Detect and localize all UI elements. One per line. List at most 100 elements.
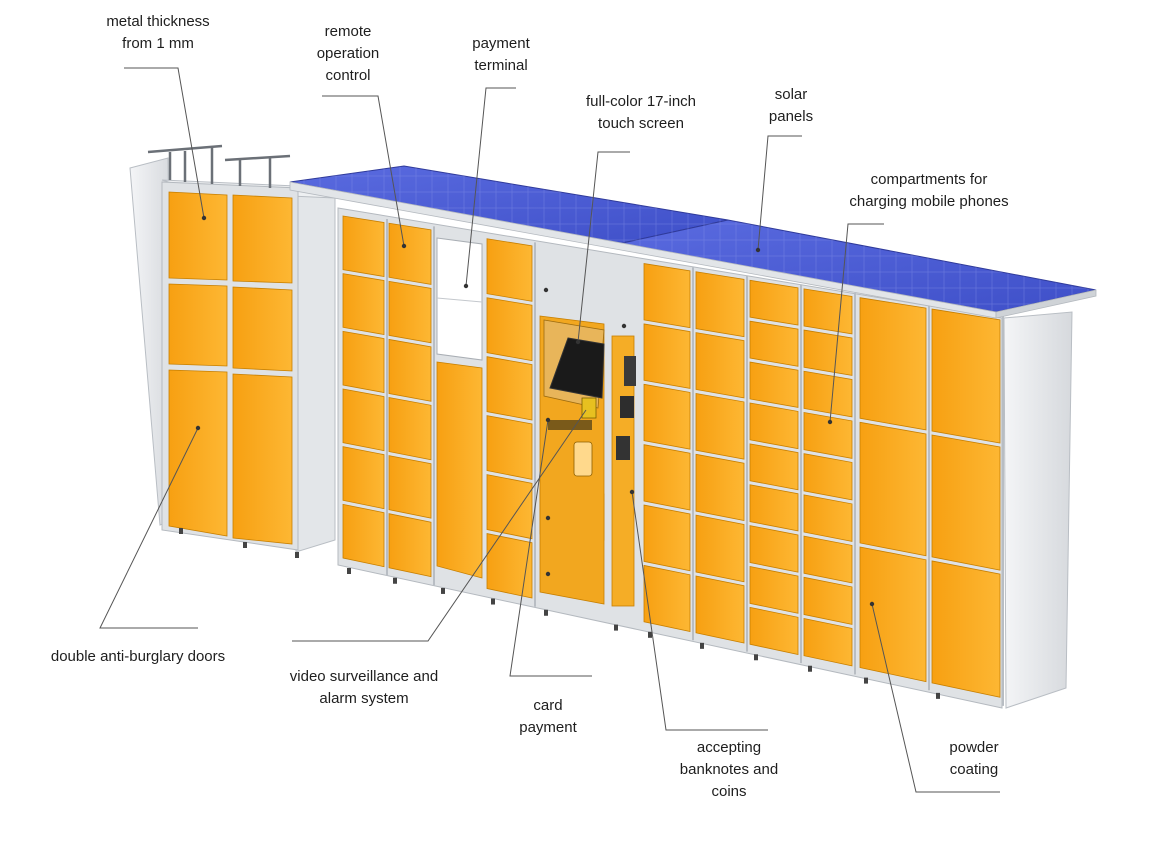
locker-door (749, 361, 799, 408)
left-door (232, 194, 293, 284)
left-door (168, 191, 228, 281)
foot (544, 609, 548, 616)
locker-door (859, 546, 927, 683)
leader-banknotes (631, 491, 768, 731)
foot (393, 577, 397, 584)
locker-door (931, 434, 1001, 571)
foot (441, 587, 445, 594)
locker-door (749, 320, 799, 367)
locker-door (695, 575, 745, 644)
main-doors (342, 215, 1004, 706)
solar-cells-right (618, 220, 1096, 312)
locker-door (388, 513, 432, 578)
right-end-panel (1003, 311, 1073, 709)
locker-door (486, 238, 533, 302)
locker-door (803, 494, 853, 542)
leader-charging (829, 223, 884, 423)
leader-payment-terminal (465, 87, 516, 287)
locker-door (643, 263, 691, 329)
locker-door (749, 525, 799, 573)
locker-door (388, 338, 432, 402)
locker-door (931, 308, 1001, 444)
left-locker-unit (129, 144, 336, 558)
banknote-acceptor (616, 436, 630, 460)
locker-door (342, 330, 385, 394)
roof-rails (147, 144, 291, 188)
locker-door (643, 504, 691, 572)
locker-door (643, 383, 691, 450)
locker-door (749, 566, 799, 614)
card-slot (573, 441, 593, 477)
locker-door (803, 411, 853, 459)
locker-door (486, 415, 533, 480)
locker-door (695, 392, 745, 460)
locker-door (388, 397, 432, 461)
leader-touch-screen (577, 151, 630, 343)
foot (700, 642, 704, 649)
locker-door (931, 560, 1001, 698)
solar-cells-left (290, 166, 728, 244)
locker-door (749, 443, 799, 491)
foot (347, 568, 351, 574)
locker-door (695, 453, 745, 521)
locker-door (803, 576, 853, 625)
foot (491, 598, 495, 605)
locker-door (749, 484, 799, 532)
locker-door (486, 297, 533, 362)
kiosk (539, 315, 636, 607)
locker-door (859, 421, 927, 557)
foot (936, 692, 940, 699)
locker-door (695, 332, 745, 399)
leader-dots (195, 215, 875, 607)
locker-door (695, 514, 745, 583)
leader-metal-thickness (124, 67, 205, 219)
payment-terminal (581, 397, 597, 419)
locker-door (486, 474, 533, 540)
keypad-strip (548, 420, 592, 430)
locker-door (643, 564, 691, 633)
main-locker-unit (337, 207, 1073, 709)
locker-door (803, 329, 853, 376)
locker-door (749, 279, 799, 326)
locker-door (749, 402, 799, 450)
locker-door (388, 280, 432, 344)
locker-door (342, 273, 385, 336)
left-door (168, 283, 228, 367)
locker-door (342, 503, 385, 568)
left-door (232, 373, 293, 545)
open-compartment (436, 237, 483, 361)
locker-door (643, 444, 691, 511)
locker-door (643, 323, 691, 389)
touch-screen (549, 337, 605, 399)
locker-door (803, 535, 853, 584)
leader-video (292, 409, 587, 642)
leader-solar (757, 135, 802, 251)
leader-lines (99, 67, 1000, 793)
label-anti-burglary-doors: double anti-burglary doors (50, 648, 226, 665)
camera-module (624, 356, 636, 386)
left-unit-side (295, 185, 336, 553)
locker-door (749, 606, 799, 655)
locker-door (388, 455, 432, 519)
feet (347, 568, 940, 699)
locker-door (436, 361, 483, 579)
locker-door (388, 222, 432, 285)
coin-acceptor (620, 396, 634, 418)
leader-remote-control (322, 95, 405, 247)
roof-edge-right (995, 289, 1097, 319)
leader-powder (871, 603, 1000, 793)
solar-roof (289, 165, 1097, 319)
locker-door (695, 271, 745, 338)
feet (179, 528, 299, 558)
locker-door (859, 297, 927, 431)
locker-door (803, 370, 853, 418)
foot (864, 677, 868, 684)
locker-door (486, 533, 533, 599)
